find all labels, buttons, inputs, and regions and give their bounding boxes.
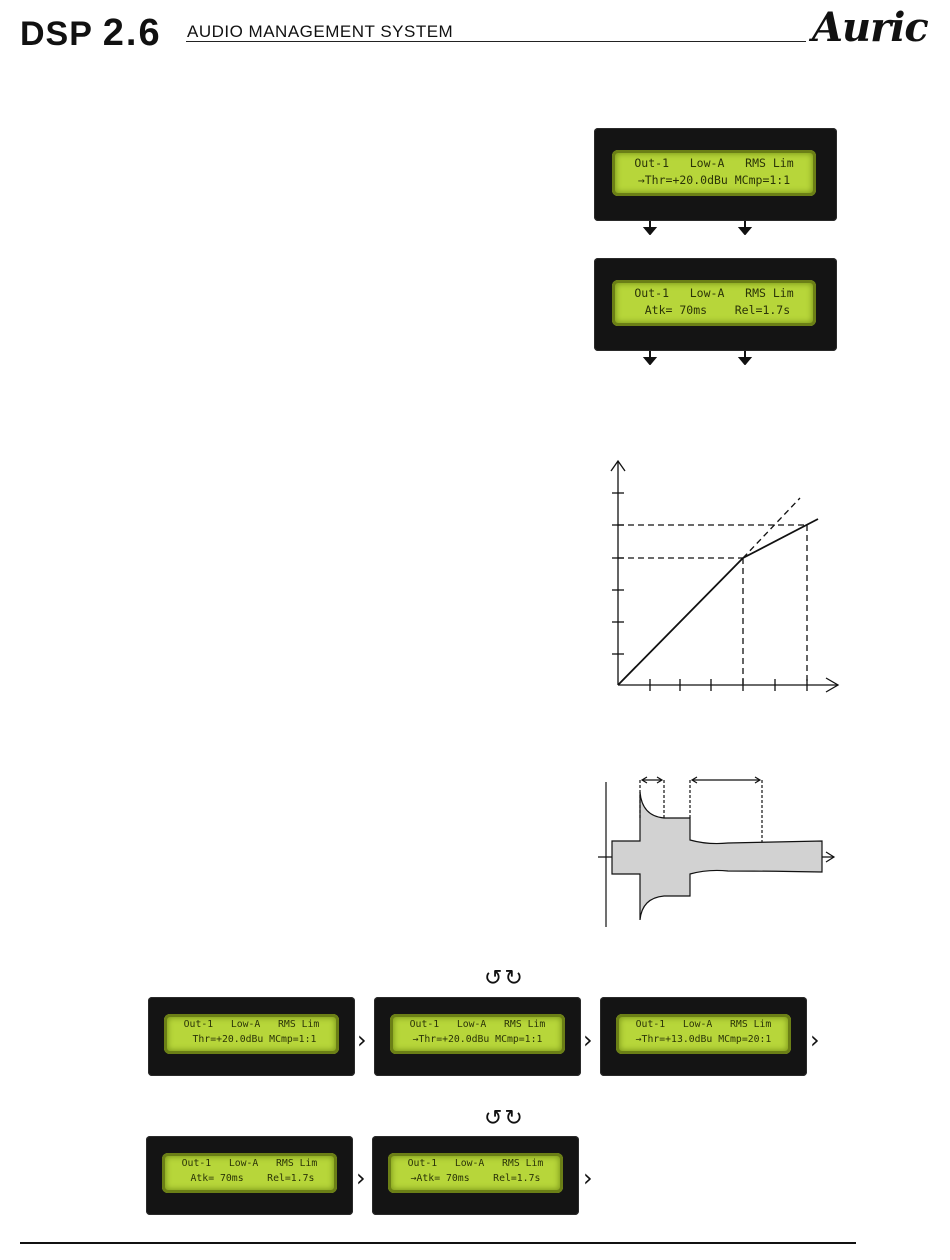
lcd-line-1: Out-1 Low-A RMS Lim [183, 1019, 320, 1030]
lcd-line-1: Out-1 Low-A RMS Lim [634, 156, 794, 170]
lcd-line-2: Thr=+20.0dBu MCmp=1:1 [186, 1034, 317, 1045]
lcd-line-1: Out-1 Low-A RMS Lim [635, 1019, 772, 1030]
chevron-right-icon: › [810, 1026, 820, 1054]
lcd-screen: Out-1 Low-A RMS Lim Thr=+20.0dBu MCmp=1:… [164, 1014, 339, 1054]
time-arrow-icon [825, 851, 836, 863]
rotate-encoder-icon: ↺↻ [484, 966, 525, 991]
lcd-line-2: →Atk= 70ms Rel=1.7s [410, 1173, 541, 1184]
lcd-step-1: Out-1 Low-A RMS Lim Thr=+20.0dBu MCmp=1:… [148, 997, 355, 1076]
linear-segment [617, 557, 744, 686]
brand-logo: Auric [812, 4, 929, 51]
lcd-line-1: Out-1 Low-A RMS Lim [634, 286, 794, 300]
chevron-right-icon: › [356, 1164, 366, 1192]
logo-version: 2.6 [102, 12, 162, 54]
product-logo: DSP 2.6 [20, 14, 162, 53]
lcd-line-1: Out-1 Low-A RMS Lim [181, 1158, 318, 1169]
logo-dsp: DSP [20, 15, 93, 53]
lcd-line-1: Out-1 Low-A RMS Lim [409, 1019, 546, 1030]
lcd-arrows-2 [642, 351, 753, 365]
unlimited-dashed [742, 497, 801, 559]
header-rule [186, 41, 806, 42]
lcd-line-2: Atk= 70ms Rel=1.7s [637, 303, 791, 317]
lcd-screen: Out-1 Low-A RMS Lim →Thr=+20.0dBu MCmp=1… [612, 150, 816, 196]
signal-envelope [611, 791, 823, 921]
lcd-step-2: Out-1 Low-A RMS Lim →Thr=+20.0dBu MCmp=1… [374, 997, 581, 1076]
lcd-line-2: →Thr=+20.0dBu MCmp=1:1 [412, 1034, 543, 1045]
rotate-encoder-icon: ↺↻ [484, 1106, 525, 1131]
lcd-screen: Out-1 Low-A RMS Lim →Thr=+20.0dBu MCmp=1… [390, 1014, 565, 1054]
chevron-right-icon: › [583, 1164, 593, 1192]
lcd-display-attack-release: Out-1 Low-A RMS Lim Atk= 70ms Rel=1.7s [594, 258, 837, 351]
y-axis-arrow-icon [610, 459, 626, 472]
attack-release-envelope-diagram [598, 776, 836, 927]
lcd-display-threshold: Out-1 Low-A RMS Lim →Thr=+20.0dBu MCmp=1… [594, 128, 837, 221]
limiter-transfer-curve-diagram [610, 459, 840, 693]
lcd-screen: Out-1 Low-A RMS Lim →Thr=+13.0dBu MCmp=2… [616, 1014, 791, 1054]
lcd-screen: Out-1 Low-A RMS Lim Atk= 70ms Rel=1.7s [162, 1153, 337, 1193]
footer-rule [20, 1242, 856, 1244]
lcd-step-3: Out-1 Low-A RMS Lim →Thr=+13.0dBu MCmp=2… [600, 997, 807, 1076]
lcd-line-2: →Thr=+20.0dBu MCmp=1:1 [637, 173, 791, 187]
lcd-line-2: Atk= 70ms Rel=1.7s [184, 1173, 315, 1184]
lcd-line-2: →Thr=+13.0dBu MCmp=20:1 [635, 1034, 772, 1045]
lcd-screen: Out-1 Low-A RMS Lim →Atk= 70ms Rel=1.7s [388, 1153, 563, 1193]
lcd-screen: Out-1 Low-A RMS Lim Atk= 70ms Rel=1.7s [612, 280, 816, 326]
chevron-right-icon: › [583, 1026, 593, 1054]
lcd-step-4: Out-1 Low-A RMS Lim Atk= 70ms Rel=1.7s [146, 1136, 353, 1215]
chevron-right-icon: › [357, 1026, 367, 1054]
page-header-title: AUDIO MANAGEMENT SYSTEM [187, 22, 454, 41]
lcd-step-5: Out-1 Low-A RMS Lim →Atk= 70ms Rel=1.7s [372, 1136, 579, 1215]
x-axis-arrow-icon [825, 677, 840, 693]
lcd-line-1: Out-1 Low-A RMS Lim [407, 1158, 544, 1169]
limited-segment [742, 518, 819, 559]
lcd-arrows-1 [642, 221, 753, 235]
